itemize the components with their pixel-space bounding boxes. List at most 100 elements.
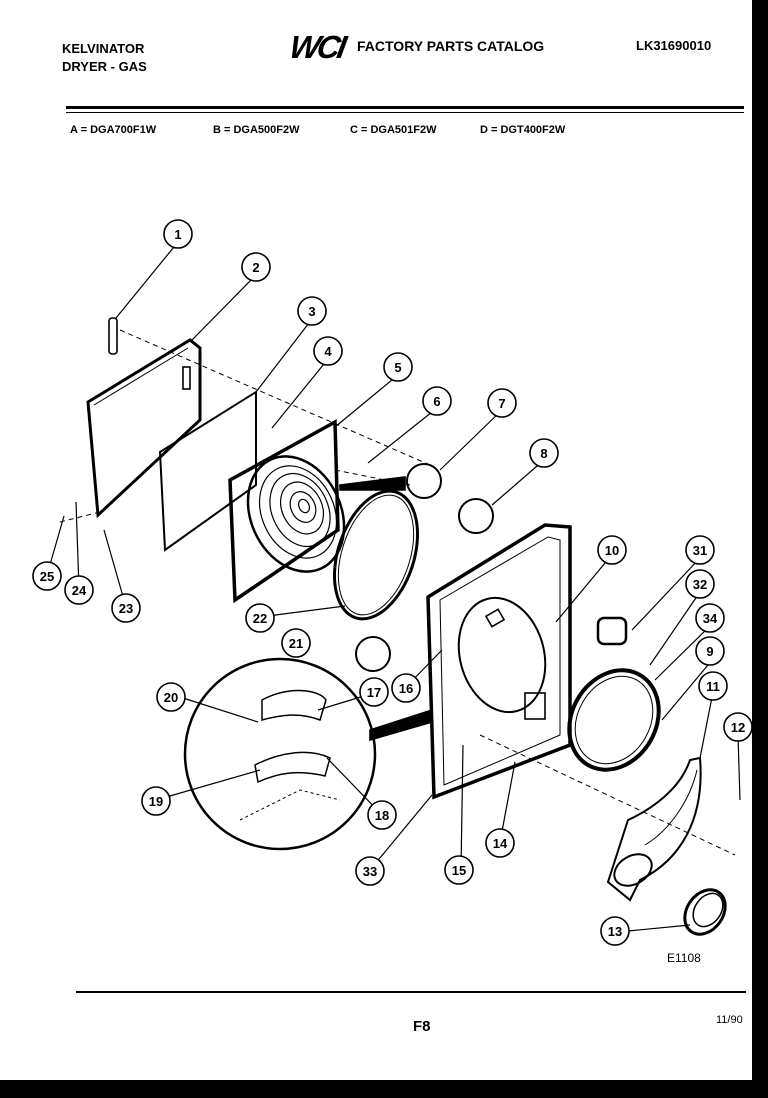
outer-door-panel: [86, 338, 202, 519]
svg-text:23: 23: [119, 601, 133, 616]
door-switch-detail: [254, 751, 331, 784]
svg-text:21: 21: [289, 636, 303, 651]
strike-part: [406, 463, 442, 499]
svg-text:15: 15: [452, 863, 466, 878]
cabinet-front: [426, 523, 572, 800]
callout-4: 4: [313, 336, 343, 366]
svg-text:9: 9: [706, 644, 713, 659]
svg-text:24: 24: [72, 583, 87, 598]
leader-lines: [46, 241, 741, 932]
page-id: F8: [413, 1018, 431, 1035]
callout-6: 6: [422, 386, 452, 416]
callout-3: 3: [297, 296, 327, 326]
connector-band: [339, 476, 406, 491]
svg-text:5: 5: [394, 360, 401, 375]
svg-text:2: 2: [252, 260, 259, 275]
svg-text:4: 4: [324, 344, 332, 359]
catalog-page: KELVINATOR DRYER - GAS WCI FACTORY PARTS…: [0, 0, 752, 1080]
magnifier-pointer: [369, 708, 433, 742]
svg-text:7: 7: [498, 396, 505, 411]
callout-17: 17: [359, 677, 389, 707]
catch-part: [458, 498, 494, 534]
callout-23: 23: [111, 593, 141, 623]
callout-24: 24: [64, 575, 94, 605]
callout-11: 11: [698, 671, 728, 701]
drum-seal: [567, 668, 661, 772]
door-hinge: [182, 366, 191, 390]
callout-19: 19: [141, 786, 171, 816]
callout-31: 31: [685, 535, 715, 565]
svg-text:10: 10: [605, 543, 619, 558]
svg-text:31: 31: [693, 543, 707, 558]
callout-25: 25: [32, 561, 62, 591]
bracket: [524, 692, 546, 720]
svg-text:19: 19: [149, 794, 163, 809]
duct-ring: [683, 888, 727, 936]
svg-text:3: 3: [308, 304, 315, 319]
callout-markers: 1 2 3 4 5 6 7 8 9 10 11 12 13 14 15 16 1…: [32, 219, 752, 946]
model-code: B = DGA500F2W: [213, 124, 300, 136]
callout-21: 21: [281, 628, 311, 658]
svg-text:32: 32: [693, 577, 707, 592]
callout-14: 14: [485, 828, 515, 858]
date-code: 11/90: [716, 1014, 743, 1026]
svg-text:18: 18: [375, 808, 389, 823]
door-liner: [158, 390, 257, 552]
svg-text:14: 14: [493, 836, 508, 851]
svg-text:1: 1: [174, 227, 181, 242]
document-number: LK31690010: [636, 38, 712, 53]
callout-2: 2: [241, 252, 271, 282]
model-code: C = DGA501F2W: [350, 124, 437, 136]
callout-22: 22: [245, 603, 275, 633]
svg-text:17: 17: [367, 685, 381, 700]
exploded-parts-diagram: 1 2 3 4 5 6 7 8 9 10 11 12 13 14 15 16 1…: [32, 219, 752, 946]
svg-text:16: 16: [399, 681, 413, 696]
svg-text:20: 20: [164, 690, 178, 705]
callout-9: 9: [695, 636, 725, 666]
model-code: D = DGT400F2W: [480, 124, 566, 136]
door-switch: [484, 608, 506, 628]
front-panel: [228, 419, 340, 604]
door-latch-part: [108, 317, 118, 355]
footer-rule: [76, 991, 746, 993]
callout-7: 7: [487, 388, 517, 418]
drum-opening: [457, 596, 547, 714]
header-rule-thin: [66, 112, 744, 113]
svg-text:22: 22: [253, 611, 267, 626]
callout-15: 15: [444, 855, 474, 885]
brand-name: KELVINATOR: [62, 41, 145, 56]
figure-code: E1108: [667, 951, 701, 965]
lint-duct: [606, 756, 702, 902]
callout-13: 13: [600, 916, 630, 946]
svg-text:11: 11: [706, 679, 720, 694]
product-type: DRYER - GAS: [62, 59, 147, 74]
callout-33: 33: [355, 856, 385, 886]
model-code: A = DGA700F1W: [70, 124, 157, 136]
callout-12: 12: [723, 712, 752, 742]
callout-32: 32: [685, 569, 715, 599]
callout-1: 1: [163, 219, 193, 249]
detail-magnifier: [183, 657, 377, 851]
switch-cover: [261, 689, 327, 722]
callout-18: 18: [367, 800, 397, 830]
callout-20: 20: [156, 682, 186, 712]
svg-text:33: 33: [363, 864, 377, 879]
callout-5: 5: [383, 352, 413, 382]
catalog-title: FACTORY PARTS CATALOG: [357, 38, 545, 54]
svg-text:6: 6: [433, 394, 440, 409]
door-glass-spiral: [246, 455, 346, 573]
callout-10: 10: [597, 535, 627, 565]
callout-8: 8: [529, 438, 559, 468]
svg-text:8: 8: [540, 446, 547, 461]
callout-34: 34: [695, 603, 725, 633]
header-rule: [66, 106, 744, 109]
dashed-assembly-lines: [59, 329, 736, 856]
felt-pad: [596, 616, 628, 646]
svg-text:25: 25: [40, 569, 54, 584]
svg-text:34: 34: [703, 611, 718, 626]
svg-text:13: 13: [608, 924, 622, 939]
hinge-pin-part: [355, 636, 391, 672]
door-gasket: [333, 489, 419, 621]
svg-text:12: 12: [731, 720, 745, 735]
callout-16: 16: [391, 673, 421, 703]
